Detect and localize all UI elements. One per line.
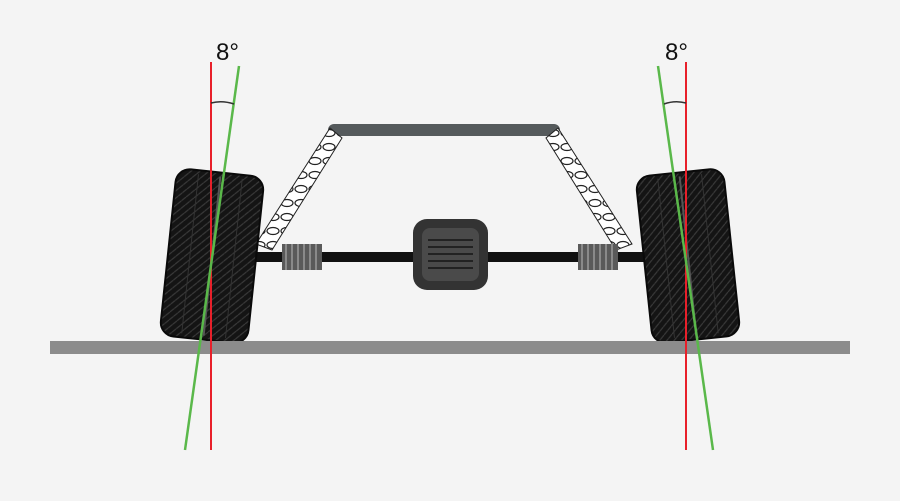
ground-line (50, 341, 850, 354)
left-angle-label: 8° (216, 39, 239, 66)
differential (413, 219, 488, 290)
right-coil-spring (545, 127, 633, 251)
upper-axle-bar (328, 124, 560, 136)
right-cv-boot (578, 244, 618, 270)
left-cv-boot (282, 244, 322, 270)
right-angle-arc (663, 100, 687, 105)
right-camber-line (656, 65, 715, 451)
left-angle-arc (210, 100, 235, 105)
right-tire (635, 168, 741, 344)
left-camber-line (183, 65, 241, 451)
right-angle-label: 8° (665, 39, 688, 66)
left-coil-spring (255, 127, 343, 251)
